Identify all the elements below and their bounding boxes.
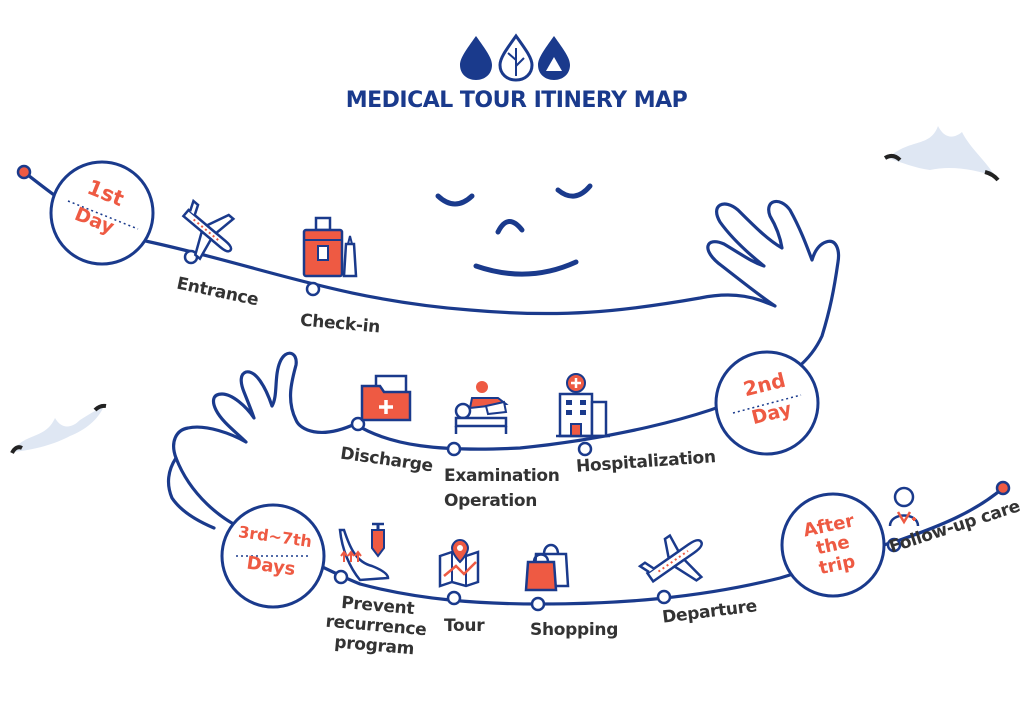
day-circle-2nd — [714, 350, 820, 456]
stop-dot-examination — [446, 441, 462, 457]
stop-dot-departure — [656, 589, 672, 605]
stop-label-operation: Operation — [444, 491, 538, 511]
stop-dot-hospitalization — [577, 441, 593, 457]
cloud-right — [883, 126, 1000, 182]
patient-bed-icon — [454, 381, 509, 434]
mountain-drop-icon — [538, 36, 570, 80]
stop-label-shopping: Shopping — [530, 620, 619, 640]
stop-dot-checkin — [305, 281, 321, 297]
shopping-bag-icon — [524, 543, 570, 592]
hospital-building-icon — [556, 373, 610, 438]
day-circle-1st — [49, 160, 155, 266]
stop-dot-followup — [886, 537, 902, 553]
map-pin-icon — [438, 538, 480, 588]
route-path — [22, 170, 1005, 606]
airplane-arrival-icon — [181, 198, 236, 261]
stop-label-tour: Tour — [444, 616, 485, 636]
airplane-departure-icon — [637, 533, 704, 584]
page-title: MEDICAL TOUR ITINERY MAP — [345, 88, 688, 113]
leaf-icon — [498, 33, 534, 82]
stop-label-prevent: Prevent recurrence program — [314, 591, 439, 661]
stop-dot-prevent — [333, 569, 349, 585]
luggage-icon — [302, 216, 358, 278]
doctor-icon — [888, 486, 920, 527]
day-circle-after-trip — [780, 492, 886, 598]
stop-label-examination: Examination — [444, 466, 560, 486]
stop-dot-shopping — [530, 596, 546, 612]
foot-injection-icon — [338, 522, 390, 582]
route-start-dot — [16, 164, 32, 180]
day-divider-2 — [732, 394, 802, 414]
stop-dot-tour — [446, 590, 462, 606]
water-drop-icon — [460, 36, 492, 80]
smiling-face — [435, 183, 593, 277]
medical-folder-icon — [360, 374, 412, 422]
route-end-dot — [995, 480, 1011, 496]
cloud-left — [10, 403, 107, 454]
